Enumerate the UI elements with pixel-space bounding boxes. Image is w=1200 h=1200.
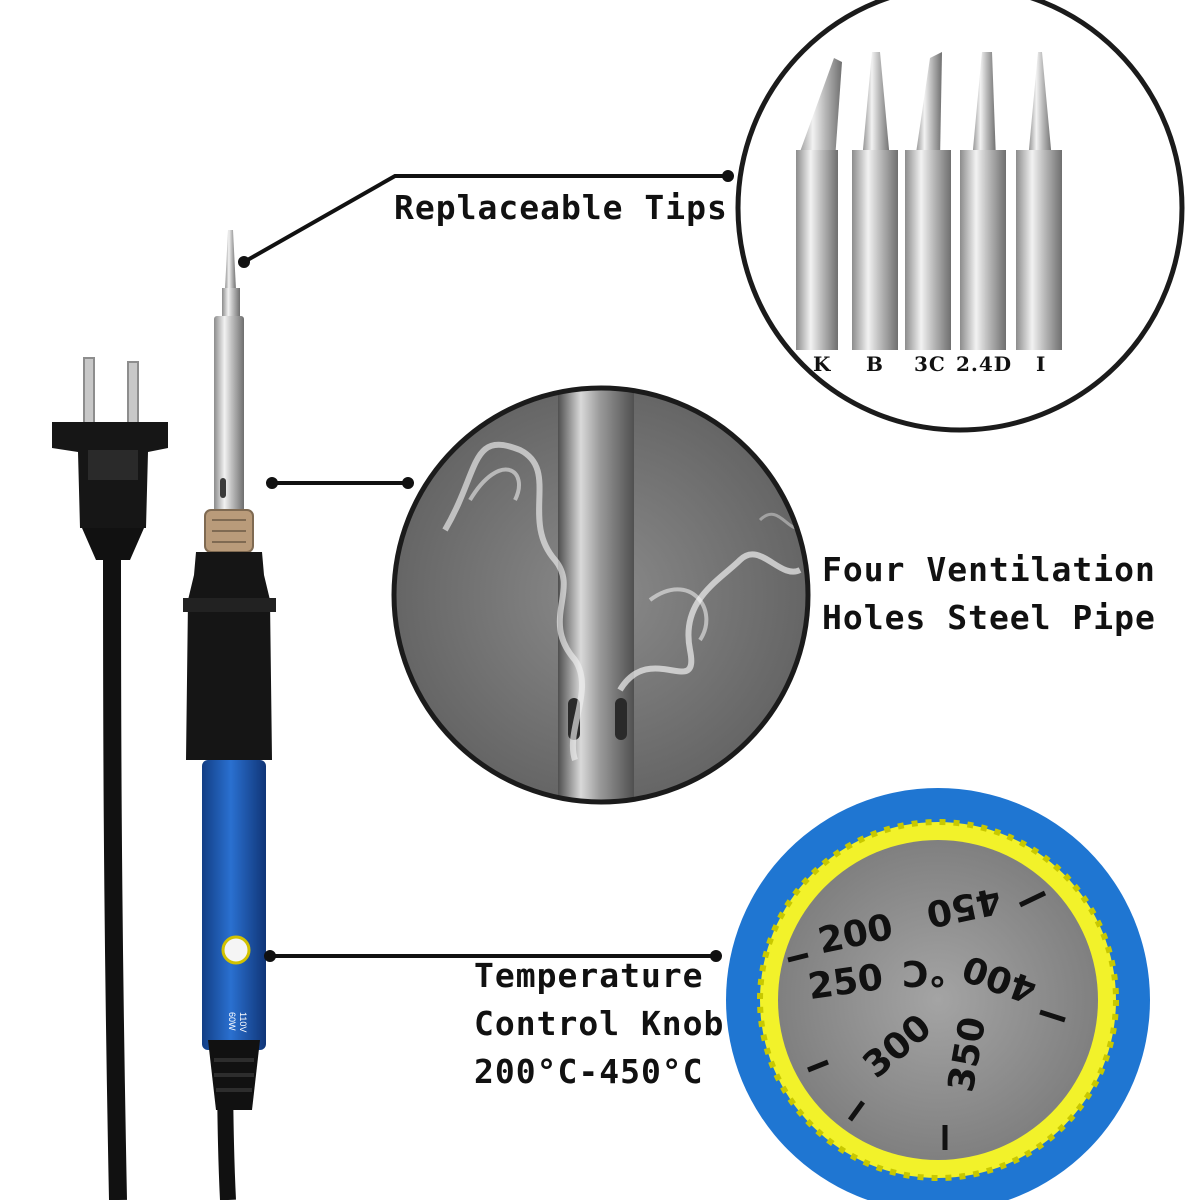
leader-lines (238, 170, 734, 962)
voltage-label: 110V (238, 1012, 248, 1033)
power-plug (52, 357, 168, 560)
power-rating: 110V 60W (226, 1012, 248, 1032)
caption-replaceable-tips: Replaceable Tips (394, 184, 728, 232)
knob-caption-line1: Temperature (474, 956, 704, 995)
ventilation-caption-line2: Holes Steel Pipe (822, 598, 1156, 637)
caption-ventilation: Four Ventilation Holes Steel Pipe (822, 546, 1156, 642)
knob-caption-line3: 200°C-450°C (474, 1052, 704, 1091)
soldering-iron (183, 230, 276, 1110)
caption-temperature-knob: Temperature Control Knob 200°C-450°C (474, 952, 724, 1096)
knob-caption-line2: Control Knob (474, 1004, 725, 1043)
tip-label-b: B (866, 352, 884, 376)
tip-label-3c: 3C (914, 352, 946, 376)
temperature-knob-inset (726, 788, 1150, 1200)
tip-label-i: I (1036, 352, 1047, 376)
tip-label-k: K (813, 352, 832, 376)
wattage-label: 60W (227, 1012, 237, 1031)
dial-unit-label: °C (902, 952, 947, 993)
tip-label-2-4d: 2.4D (956, 352, 1013, 376)
brand-logo-text: Plusivo (173, 835, 200, 916)
ventilation-inset (391, 385, 811, 805)
tips-caption-text: Replaceable Tips (394, 188, 728, 227)
ventilation-caption-line1: Four Ventilation (822, 550, 1156, 589)
tips-inset (735, 0, 1185, 433)
